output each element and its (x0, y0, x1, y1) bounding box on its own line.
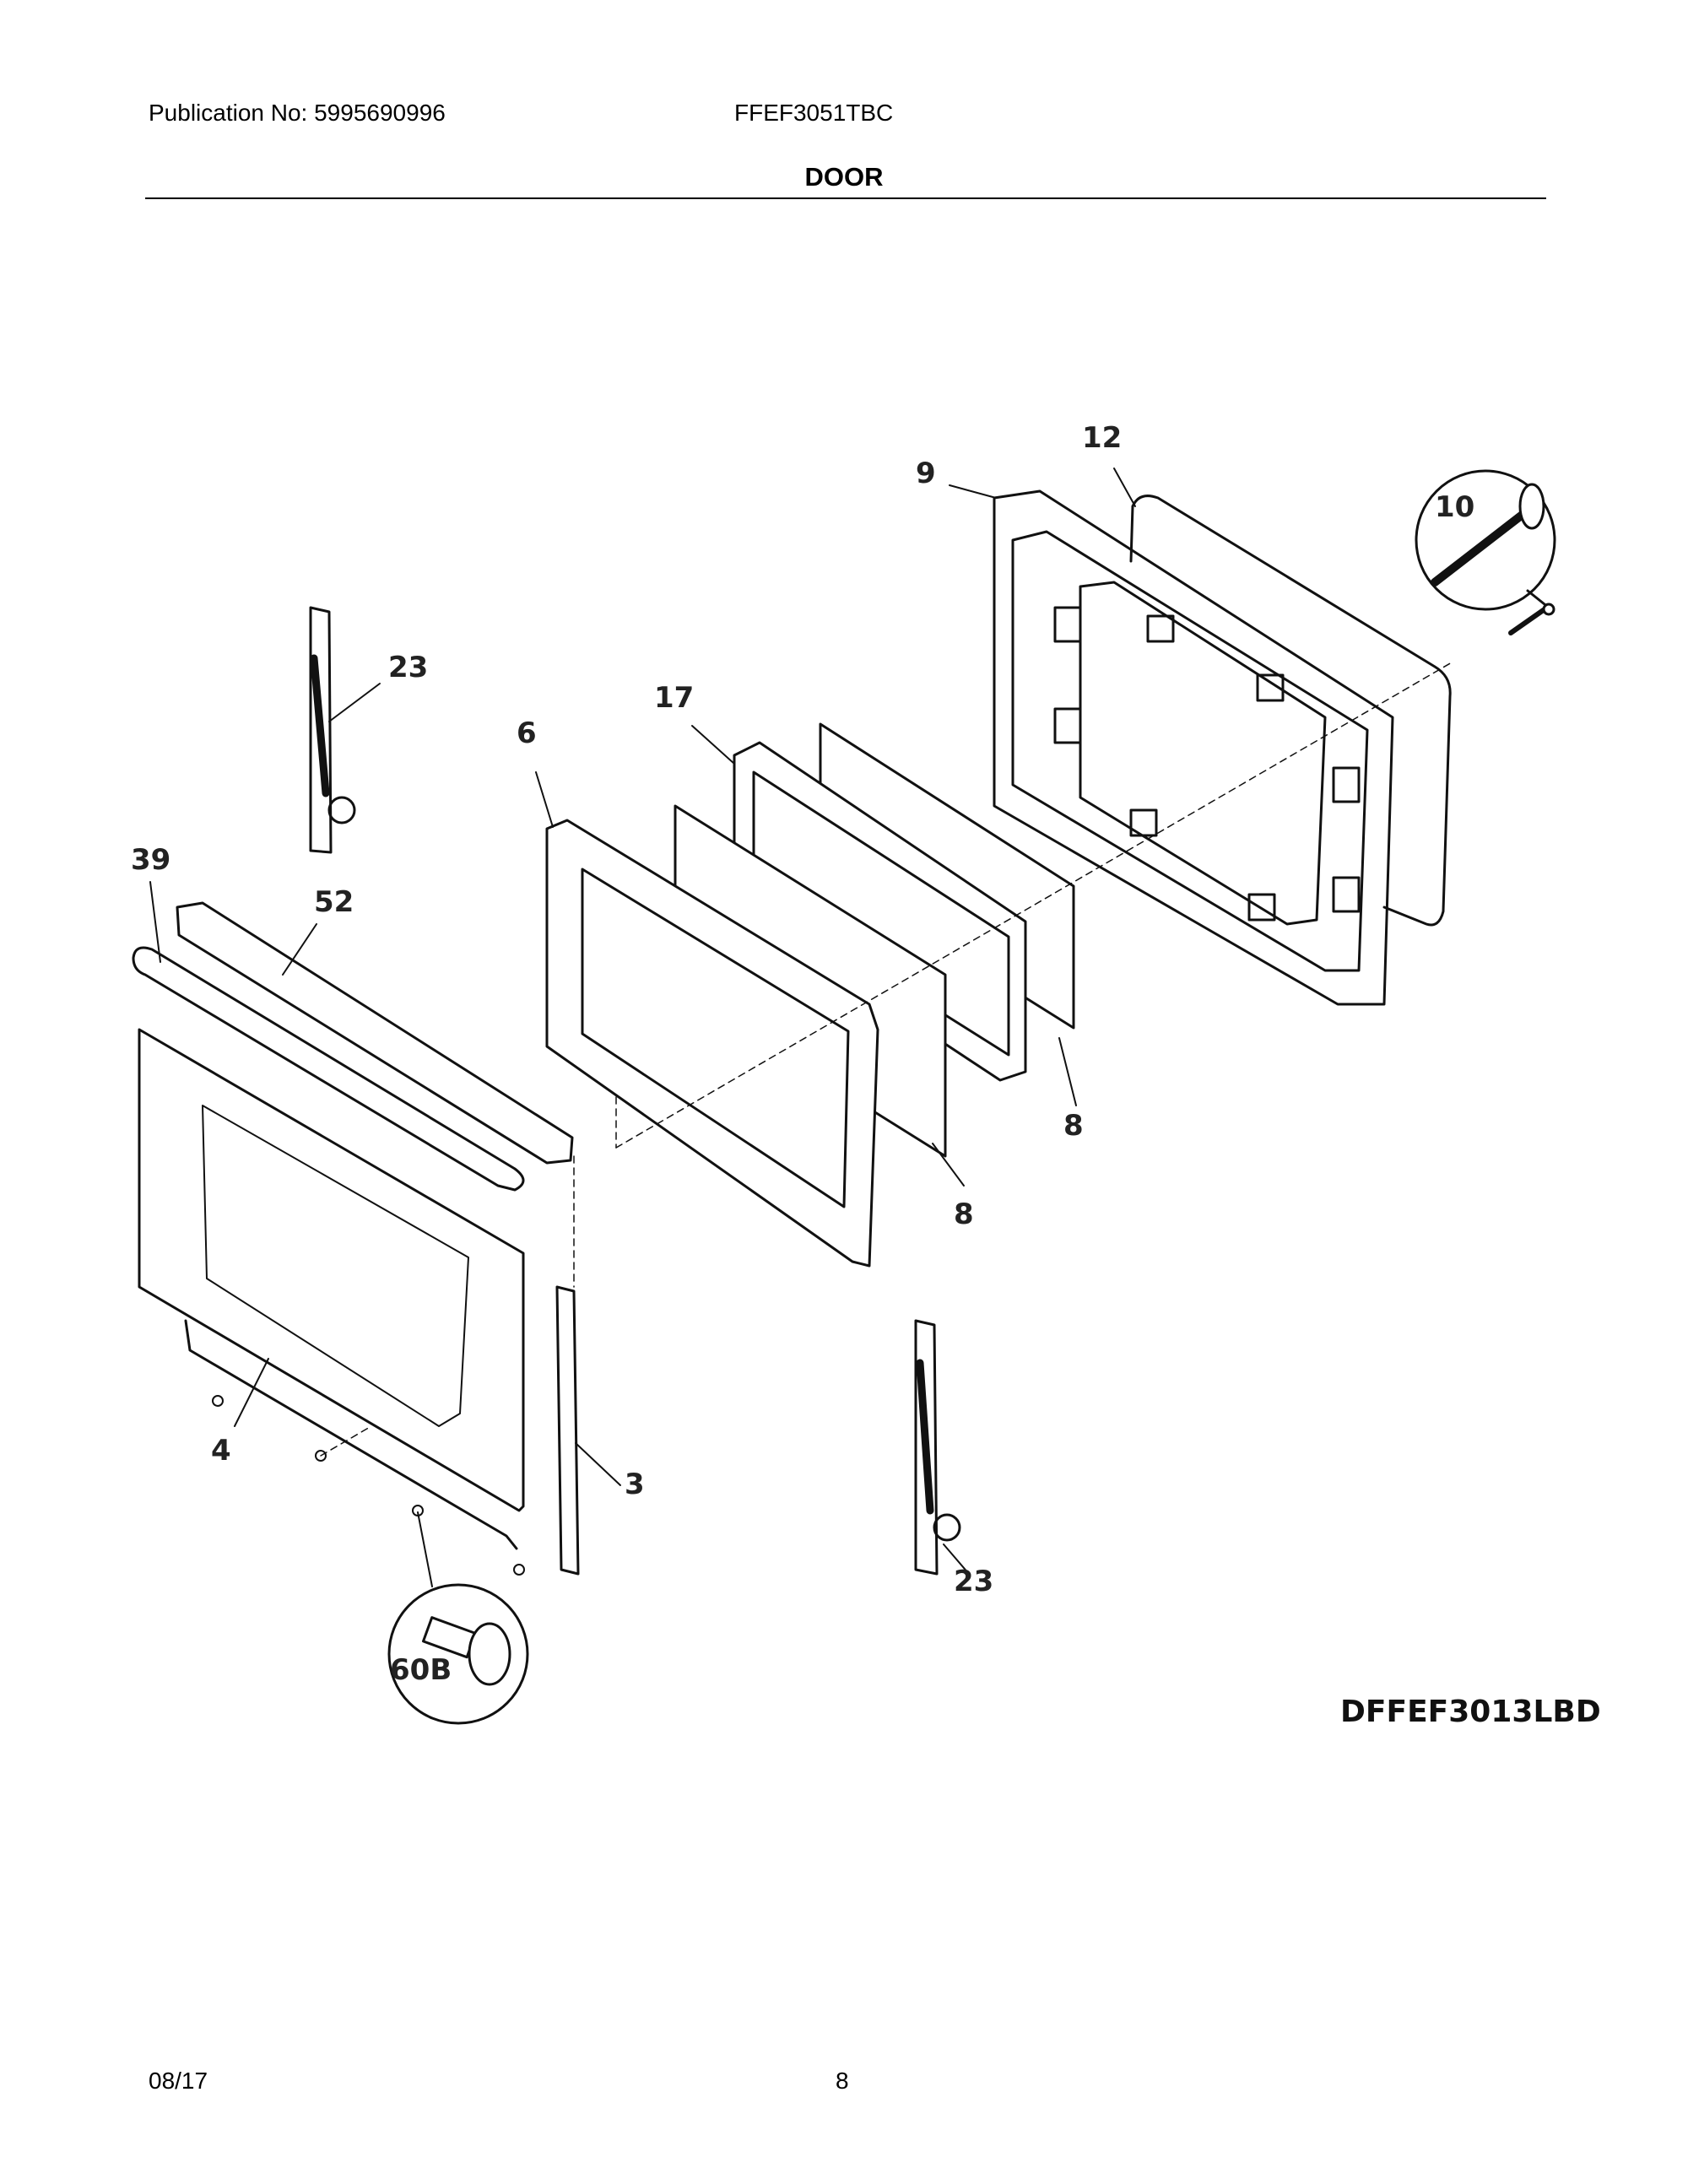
part-52-door-trim (176, 901, 574, 1165)
part-12-door-gasket (1131, 495, 1452, 927)
callout-23-upper: 23 (388, 651, 428, 684)
page-number: 8 (836, 2068, 849, 2094)
part-39-handle (132, 946, 525, 1192)
callout-52: 52 (314, 885, 354, 919)
callout-8-rear: 8 (1063, 1109, 1084, 1143)
publication-date: 08/17 (149, 2068, 208, 2094)
callout-3: 3 (625, 1468, 645, 1501)
callout-10: 10 (1435, 490, 1474, 524)
callout-9: 9 (916, 457, 936, 490)
part-10-screw-detail (1415, 469, 1556, 635)
callout-23-lower: 23 (954, 1565, 993, 1598)
publication-number: Publication No: 5995690996 (149, 100, 446, 126)
header-divider (145, 197, 1546, 199)
outer-door-panel (138, 1028, 525, 1512)
callout-8-front: 8 (954, 1197, 974, 1231)
part-23-hinge-upper (309, 606, 356, 854)
part-23-hinge-lower (914, 1319, 961, 1576)
callout-4: 4 (211, 1434, 231, 1468)
part-9-door-liner (993, 489, 1394, 1006)
callout-12: 12 (1082, 421, 1122, 455)
diagram-id: DFFEF3013LBD (1340, 1695, 1601, 1729)
section-title: DOOR (804, 162, 884, 192)
part-4-bottom-trim (184, 1319, 518, 1550)
model-number: FFEF3051TBC (734, 100, 894, 126)
callout-17: 17 (654, 681, 694, 715)
callout-6: 6 (517, 716, 537, 750)
part-3-side-trim (555, 1285, 580, 1576)
callout-60b: 60B (390, 1653, 452, 1687)
screws (212, 1395, 525, 1576)
part-60b-screw-detail (387, 1583, 529, 1725)
callout-39: 39 (131, 843, 170, 877)
part-6-inner-frame (545, 819, 879, 1268)
